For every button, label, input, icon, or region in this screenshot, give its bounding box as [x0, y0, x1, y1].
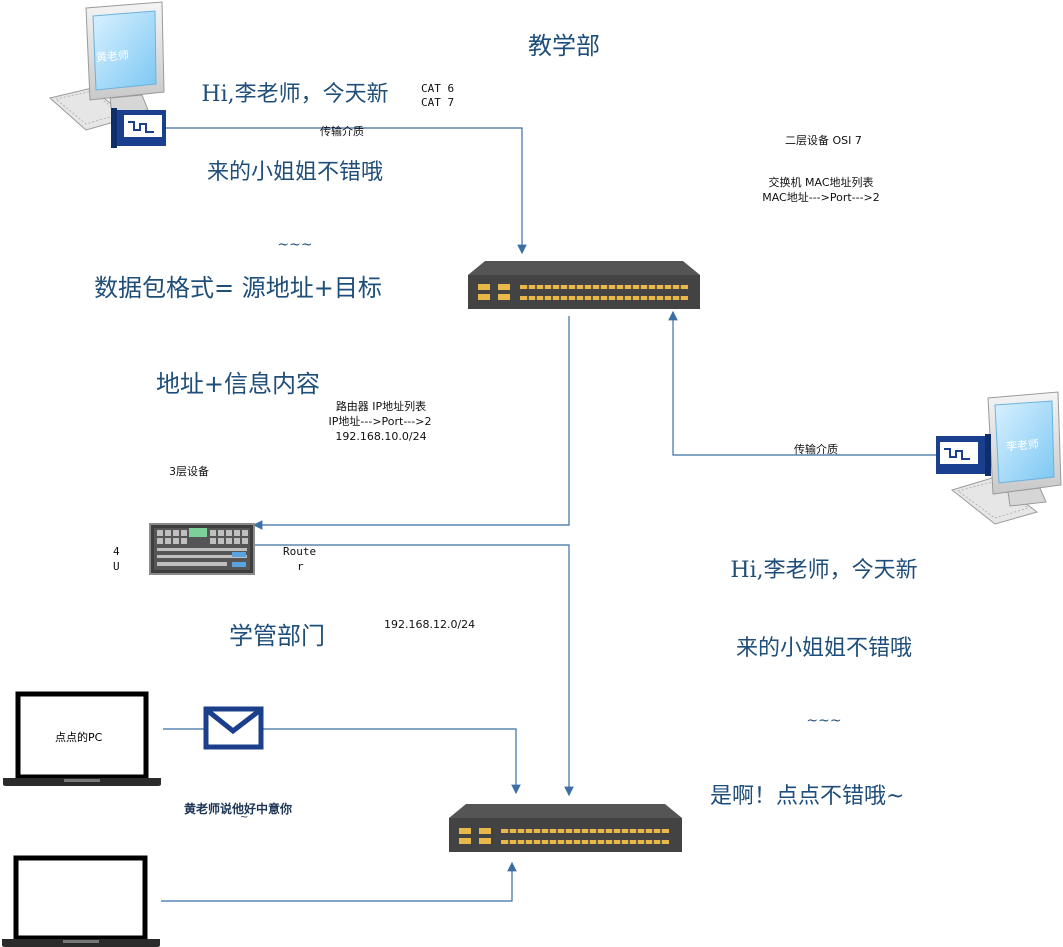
switch-mapping: MAC地址--->Port--->2	[762, 191, 880, 204]
router[interactable]	[149, 523, 255, 575]
link-laptop2-to-lower-switch	[161, 861, 517, 902]
chat-right-line1: Hi,李老师，今天新	[730, 558, 918, 583]
dept-teaching: 教学部	[528, 32, 600, 60]
router-u1: 4	[113, 545, 120, 558]
message-text: 黄老师说他好中意你	[184, 802, 293, 816]
chat-right: Hi,李老师，今天新 来的小姐姐不错哦 ~~~ 是啊！点点不错哦~	[706, 506, 942, 836]
chat-right-line3: ~~~	[806, 713, 842, 729]
nic-card-icon	[111, 108, 166, 148]
cable-cat6: CAT 6	[421, 82, 455, 95]
laptop-2[interactable]	[2, 855, 160, 947]
diandian-laptop[interactable]	[3, 691, 161, 786]
nic-card-icon	[936, 434, 991, 476]
chat-top-line1: Hi,李老师，今天新	[201, 82, 389, 107]
chat-right-line2: 来的小姐姐不错哦	[735, 636, 912, 661]
li-pc[interactable]	[936, 391, 1062, 525]
link-huang-to-switch	[166, 127, 527, 255]
link-router-to-lower-switch	[254, 544, 574, 797]
chat-top-line2: 来的小姐姐不错哦	[206, 160, 383, 185]
packet-line1: 数据包格式= 源地址+目标	[94, 274, 382, 302]
packet-format: 数据包格式= 源地址+目标 地址+信息内容	[60, 208, 416, 432]
monitor-icon	[987, 391, 1062, 507]
medium-top: 传输介质	[320, 125, 364, 138]
pc-label-li: 李老师	[1005, 437, 1040, 454]
dept-student-mgmt: 学管部门	[229, 622, 325, 650]
router-mapping: IP地址--->Port--->2	[328, 415, 432, 428]
message-tilde: ~	[240, 812, 249, 823]
envelope-icon	[203, 706, 264, 750]
chat-top-line3: ~~~	[277, 237, 313, 253]
router-subnet: 192.168.10.0/24	[335, 430, 427, 443]
link-diandian-to-lower-switch	[163, 728, 521, 795]
router-label-1: Route	[283, 545, 317, 558]
subnet-2: 192.168.12.0/24	[384, 618, 476, 631]
packet-line2: 地址+信息内容	[155, 370, 321, 398]
huang-pc[interactable]	[48, 1, 166, 148]
keyboard-icon	[950, 477, 1039, 525]
medium-right: 传输介质	[794, 443, 838, 456]
lower-switch[interactable]	[449, 804, 682, 852]
pc-label-huang: 黄老师	[95, 48, 130, 65]
switch-layer: 二层设备 OSI 7	[785, 134, 862, 147]
top-switch[interactable]	[468, 261, 700, 309]
monitor-icon	[85, 1, 165, 115]
switch-table: 交换机 MAC地址列表	[768, 176, 874, 189]
router-table: 路由器 IP地址列表	[335, 400, 427, 413]
chat-right-reply: 是啊！点点不错哦~	[710, 784, 905, 809]
router-u2: U	[113, 560, 120, 573]
cable-cat7: CAT 7	[421, 96, 455, 109]
link-switch-to-router	[252, 316, 570, 530]
connection-lines	[161, 127, 936, 902]
link-li-to-switch	[668, 310, 936, 456]
pc-label-diandian: 点点的PC	[55, 731, 103, 744]
chat-top: Hi,李老师，今天新 来的小姐姐不错哦 ~~~	[180, 30, 410, 278]
router-label-2: r	[297, 560, 304, 573]
router-layer: 3层设备	[169, 465, 209, 478]
